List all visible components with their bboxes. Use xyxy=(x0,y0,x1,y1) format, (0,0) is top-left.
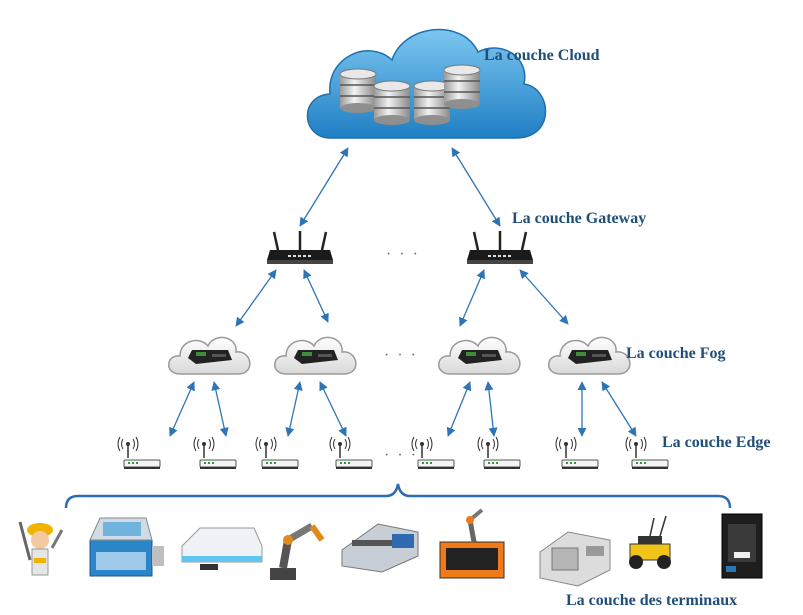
arrow xyxy=(451,147,501,227)
arrow xyxy=(601,381,637,437)
fog-node-icon xyxy=(437,336,521,375)
fog-node-icon xyxy=(273,336,357,375)
arrow xyxy=(303,269,329,323)
edge-device-icon xyxy=(561,459,599,470)
edge-layer-label: La couche Edge xyxy=(662,434,771,451)
database-icon xyxy=(339,68,377,114)
arrow xyxy=(484,381,498,437)
3d-printer-icon xyxy=(721,513,763,579)
edge-device-icon xyxy=(199,459,237,470)
edge-ellipsis: · · · xyxy=(384,447,418,464)
mobile-robot-arm-icon xyxy=(439,508,505,579)
antenna-icon xyxy=(477,436,499,459)
database-icon xyxy=(373,80,411,126)
fog-node-icon xyxy=(547,336,631,375)
antenna-icon xyxy=(625,436,647,459)
arrow xyxy=(285,381,303,437)
terminals-layer-label: La couche des terminaux xyxy=(566,592,738,609)
fog-layer-label: La couche Fog xyxy=(626,345,726,362)
antenna-icon xyxy=(555,436,577,459)
arrow xyxy=(319,381,347,437)
edge-device-icon xyxy=(261,459,299,470)
arrow xyxy=(211,381,229,437)
gateway-ellipsis: · · · xyxy=(386,246,420,263)
edge-device-icon xyxy=(631,459,669,470)
fog-ellipsis: · · · xyxy=(384,347,418,364)
arrow xyxy=(446,381,472,437)
antenna-icon xyxy=(193,436,215,459)
arrow xyxy=(235,269,277,327)
laser-cutter-icon xyxy=(89,517,164,577)
edge-antennas xyxy=(117,436,647,459)
edge-device-icon xyxy=(417,459,455,470)
router-icon xyxy=(465,229,535,266)
panel-saw-icon xyxy=(341,523,419,573)
industrial-machine-icon xyxy=(539,531,611,587)
fog-node-icon xyxy=(167,336,251,375)
agv-robot-icon xyxy=(181,527,263,570)
edge-device-icon xyxy=(335,459,373,470)
robot-arm-icon xyxy=(270,522,325,580)
grouping-brace xyxy=(64,483,732,509)
arrow xyxy=(299,147,349,227)
worker-icon xyxy=(18,521,64,576)
edge-device-icon xyxy=(123,459,161,470)
antenna-icon xyxy=(255,436,277,459)
router-icon xyxy=(265,229,335,266)
rover-robot-icon xyxy=(629,515,671,569)
cloud-icon xyxy=(306,28,547,139)
gateway-layer-label: La couche Gateway xyxy=(512,210,647,227)
database-icon xyxy=(443,64,481,110)
edge-device-icon xyxy=(483,459,521,470)
arrow xyxy=(459,269,485,327)
antenna-icon xyxy=(329,436,351,459)
connection-arrows xyxy=(169,147,637,437)
antenna-icon xyxy=(117,436,139,459)
cloud-layer-label: La couche Cloud xyxy=(484,47,600,64)
arrow xyxy=(519,269,569,325)
arrow xyxy=(169,381,195,437)
